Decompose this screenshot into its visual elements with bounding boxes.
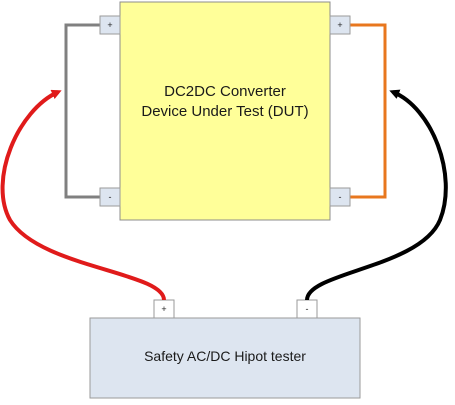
dut-title-line2: Device Under Test (DUT) <box>141 103 308 120</box>
tester-negative-label: - <box>306 304 309 314</box>
dut-box <box>119 1 331 221</box>
dut-left-positive-terminal: + <box>99 15 121 35</box>
dut-left-positive-label: + <box>107 20 112 30</box>
dut-left-negative-terminal: - <box>99 187 121 207</box>
positive-lead-wire <box>0 89 166 301</box>
dut-right-positive-terminal: + <box>329 15 351 35</box>
dut-right-positive-label: + <box>337 20 342 30</box>
hipot-tester-label: Safety AC/DC Hipot tester <box>144 348 306 364</box>
dut-right-negative-terminal: - <box>329 187 351 207</box>
tester-negative-terminal: - <box>296 299 318 319</box>
tester-positive-terminal: + <box>153 299 175 319</box>
dut-title-line1: DC2DC Converter <box>164 83 286 100</box>
dut-left-negative-label: - <box>109 192 112 202</box>
hipot-tester-box <box>89 317 361 399</box>
dut-right-negative-label: - <box>339 192 342 202</box>
tester-positive-label: + <box>161 304 166 314</box>
input-short-wire <box>64 23 100 199</box>
output-short-wire <box>350 23 387 199</box>
negative-lead-wire <box>305 89 448 301</box>
